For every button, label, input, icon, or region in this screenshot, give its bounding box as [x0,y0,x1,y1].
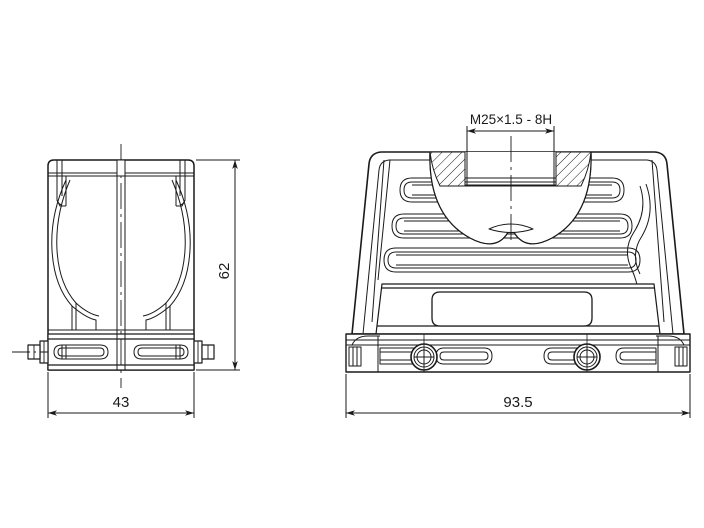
side-view-flange-slot-left [53,344,109,360]
dimension-height-62 [196,159,240,371]
front-view-flange-endslot-right [674,346,688,367]
side-view-bolt-right [193,340,215,364]
front-view-rib-3 [383,247,641,273]
front-view-flange-endslot-left [348,346,362,367]
front-view-label-plate [431,291,593,327]
side-view-barrel-left [51,179,100,330]
side-view-centre-rib [116,159,126,370]
side-view-barrel-right [142,179,191,330]
side-view-flange-slot-right [133,344,189,360]
front-view-flange-corner-relief [351,335,685,372]
front-view-rib-2 [391,213,633,239]
front-view-left-relief [377,159,391,281]
front-view [345,136,691,373]
front-view-bolt-centrelines [423,334,588,372]
dimension-width-43 [47,372,195,418]
dimension-label-thread: M25×1.5 - 8H [470,112,552,127]
dimension-label-93-5: 93.5 [503,394,532,411]
dimension-label-43: 43 [113,394,130,411]
dimension-width-93-5 [345,374,691,418]
dimension-thread-callout [466,126,555,186]
dimension-label-62: 62 [216,263,233,280]
front-view-flange-slot-2 [435,347,493,365]
side-view [12,144,215,388]
front-view-flange-slot-4 [615,347,657,365]
